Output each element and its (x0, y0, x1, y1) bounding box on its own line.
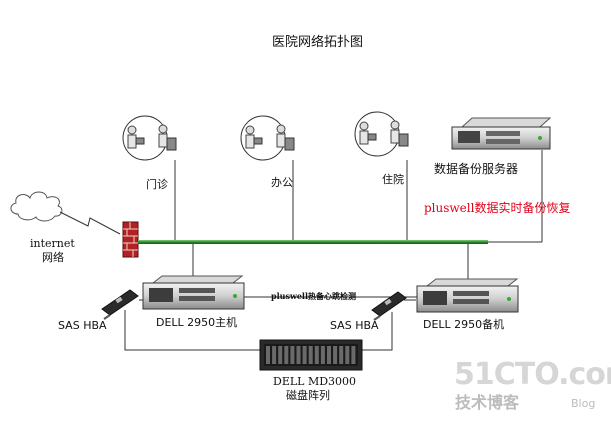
diagram-title: 医院网络拓扑图 (272, 35, 364, 50)
standby-server-icon (416, 278, 519, 313)
internet-link-line (59, 211, 121, 235)
clinic-label: 门诊 (146, 178, 168, 191)
network-label: 网络 (42, 251, 64, 264)
firewall-icon (122, 221, 139, 258)
primary-server-label: DELL 2950主机 (156, 316, 238, 329)
drive-bay (272, 346, 277, 364)
internet-cloud-icon (10, 191, 63, 222)
drive-bay (296, 346, 301, 364)
drive-bay (266, 346, 270, 364)
drive-bay (308, 346, 313, 364)
watermark-blog: Blog (571, 397, 596, 410)
office-label: 办公 (271, 176, 293, 189)
drive-bay (290, 346, 295, 364)
primary-server-icon (142, 275, 245, 310)
drive-bay (351, 346, 356, 364)
sas-hba-right-icon (371, 291, 407, 321)
drive-bay (339, 346, 344, 364)
standby-server-label: DELL 2950备机 (423, 318, 505, 331)
sas-hba-left-icon (101, 289, 139, 320)
network-backbone (138, 240, 488, 244)
watermark-cn: 技术博客 (455, 393, 520, 412)
storage-array-icon (259, 339, 363, 371)
backup-server-label: 数据备份服务器 (434, 162, 519, 176)
storage-label-model: DELL MD3000 (273, 375, 357, 388)
internet-label: internet (30, 237, 75, 250)
watermark-site: 51CTO.com (454, 357, 611, 392)
office-users-icon (240, 115, 295, 161)
drive-bay (345, 346, 350, 364)
drive-bay (320, 346, 325, 364)
drive-bay (284, 346, 289, 364)
drive-bay (314, 346, 319, 364)
drive-bay (327, 346, 331, 364)
heartbeat-label: pluswell热备心跳检测 (271, 291, 357, 301)
sas-hba-left-label: SAS HBA (58, 319, 107, 332)
drive-bay (333, 346, 338, 364)
inpatient-users-icon (354, 111, 409, 157)
realtime-backup-note: pluswell数据实时备份恢复 (424, 201, 571, 215)
inpatient-label: 住院 (382, 173, 404, 186)
backup-server-icon (451, 117, 552, 150)
sas-hba-right-label: SAS HBA (330, 319, 379, 332)
drive-bay (278, 346, 283, 364)
clinic-users-icon (122, 115, 177, 161)
storage-label-type: 磁盘阵列 (286, 389, 330, 402)
drive-bay (302, 346, 307, 364)
